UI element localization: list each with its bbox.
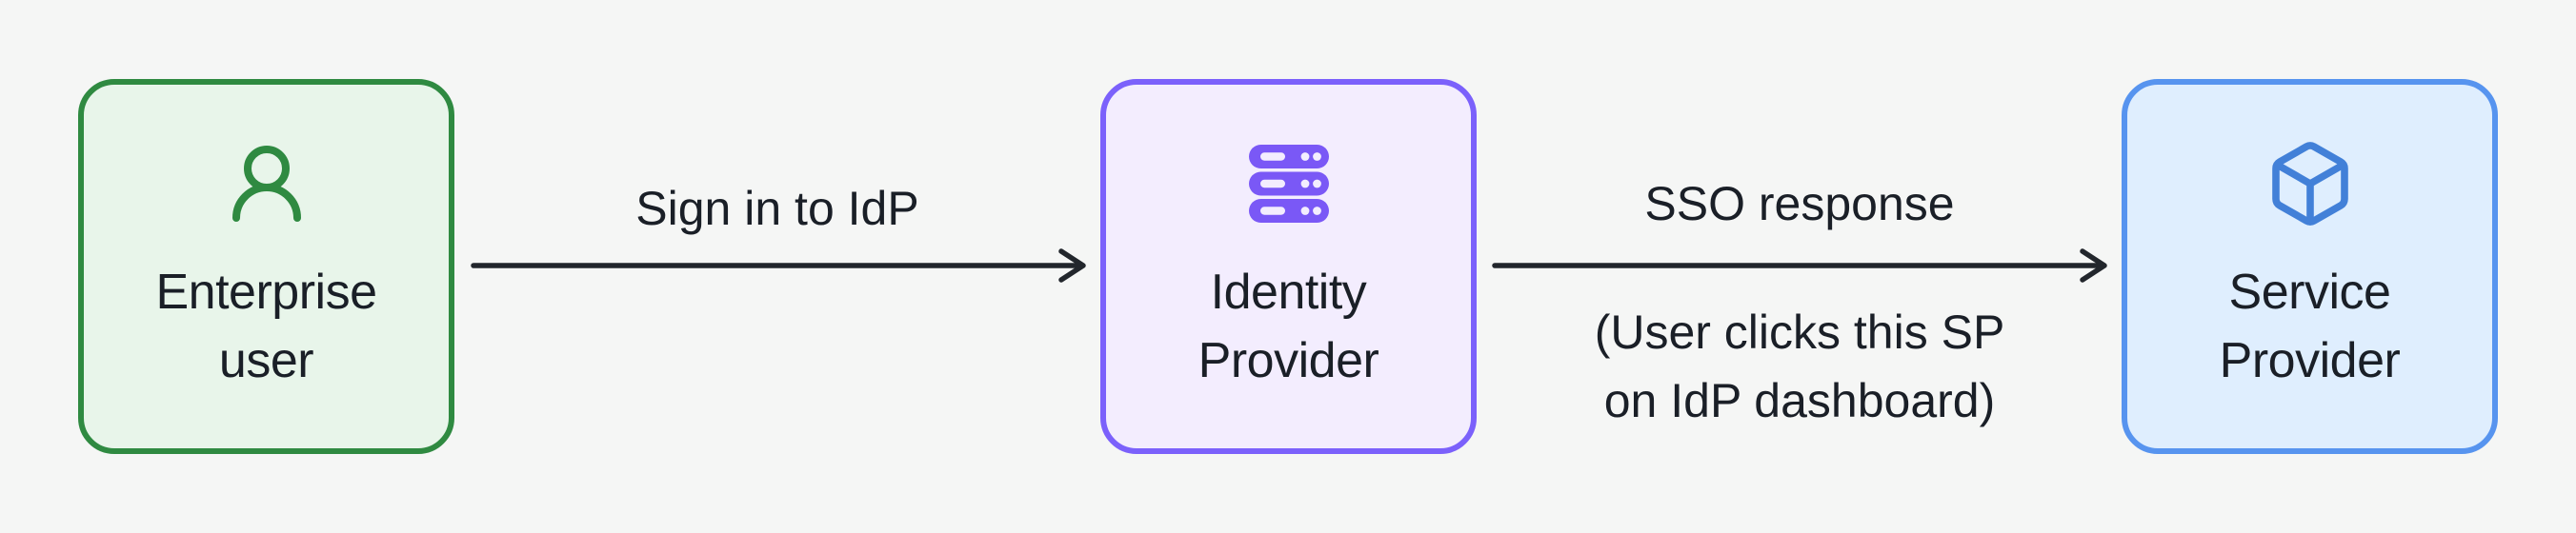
node-label: Service Provider xyxy=(2219,265,2401,388)
arrow-label-sign-in: Sign in to IdP xyxy=(635,182,919,235)
node-label: Enterprise user xyxy=(155,265,378,388)
cube-icon xyxy=(2264,138,2356,229)
user-icon xyxy=(221,138,312,229)
arrow-right-icon xyxy=(1492,248,2107,283)
server-icon xyxy=(1243,138,1335,229)
node-identity-provider: Identity Provider xyxy=(1100,79,1477,454)
arrow-sublabel-user-clicks-sp: (User clicks this SP on IdP dashboard) xyxy=(1594,306,2005,427)
arrow-right-icon xyxy=(471,248,1086,283)
node-enterprise-user: Enterprise user xyxy=(78,79,454,454)
node-service-provider: Service Provider xyxy=(2122,79,2498,454)
arrow-label-sso-response: SSO response xyxy=(1644,177,1955,230)
node-label: Identity Provider xyxy=(1197,265,1379,388)
